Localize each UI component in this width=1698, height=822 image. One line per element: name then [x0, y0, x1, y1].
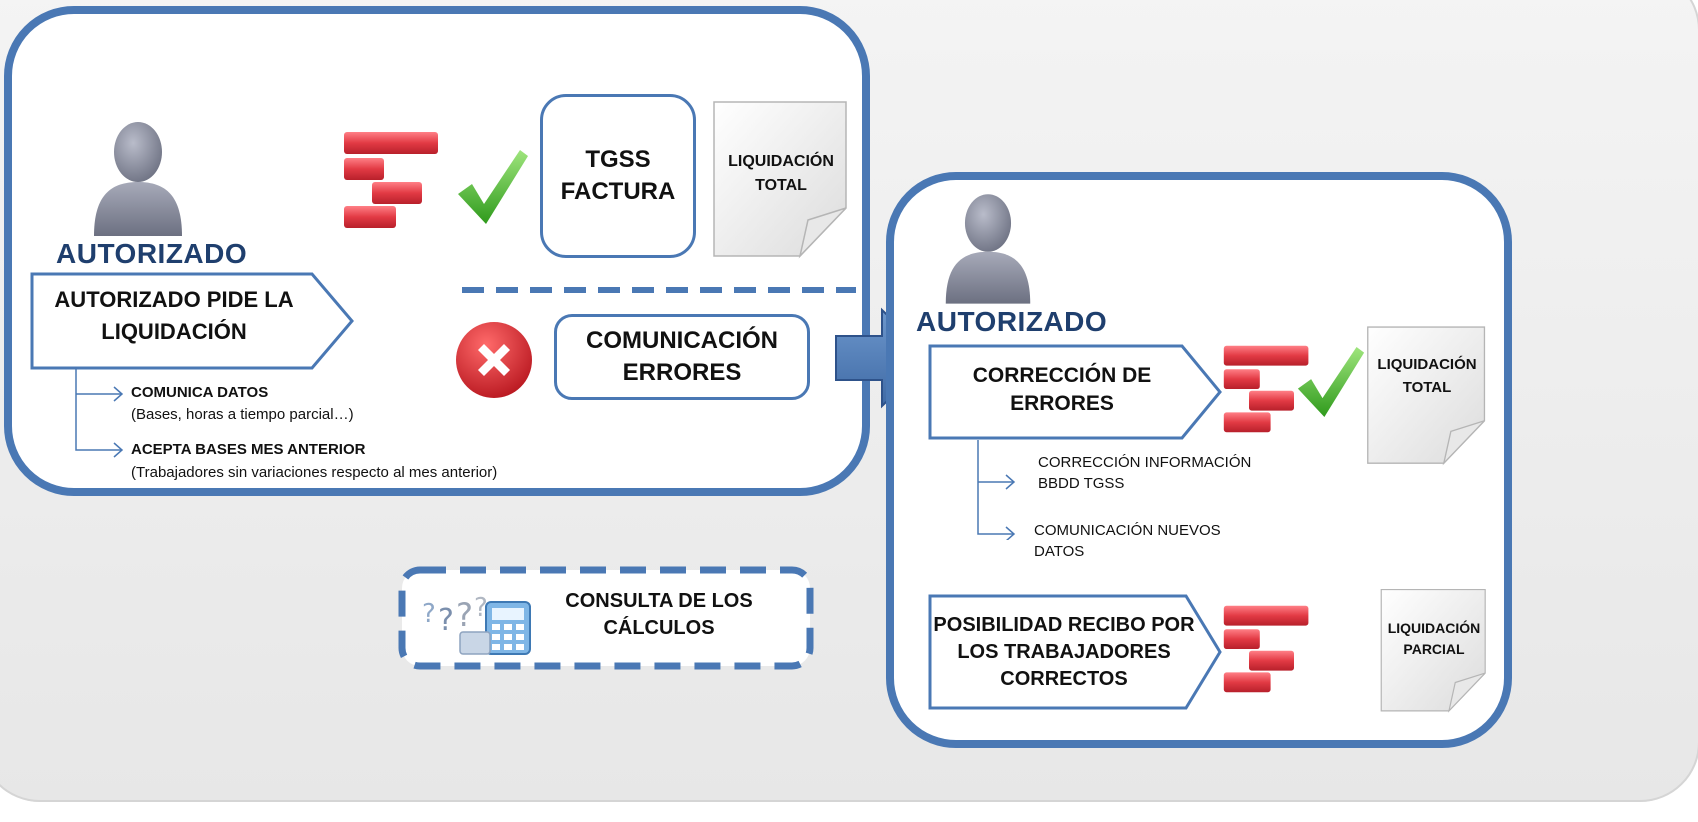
- right-bullet-1: CORRECCIÓN INFORMACIÓN BBDD TGSS: [1038, 454, 1252, 492]
- svg-text:?: ?: [438, 603, 454, 638]
- request-callout-label: AUTORIZADO PIDE LA LIQUIDACIÓN: [54, 287, 294, 344]
- brick-stack-icon: [344, 132, 438, 228]
- liquidacion-total-label: LIQUIDACIÓN TOTAL: [728, 153, 834, 194]
- left-bullet-2-title: ACEPTA BASES MES ANTERIOR: [131, 441, 366, 458]
- request-callout-shape: [30, 272, 354, 370]
- right-bullet-2: COMUNICACIÓN NUEVOS DATOS: [1034, 522, 1221, 560]
- dashed-divider: [462, 287, 856, 293]
- left-bullet-connectors: [75, 368, 124, 458]
- consult-box-label: CONSULTA DE LOS CÁLCULOS: [565, 590, 753, 639]
- correction-callout-label: CORRECCIÓN DE ERRORES: [972, 364, 1152, 416]
- person-icon: [94, 122, 182, 236]
- document-icon: LIQUIDACIÓN TOTAL: [712, 100, 850, 260]
- checkmark-icon: [458, 150, 528, 224]
- document-icon: LIQUIDACIÓN TOTAL: [1366, 322, 1488, 470]
- partial-callout-shape: [928, 594, 1222, 710]
- left-bullet-1-title: COMUNICA DATOS: [131, 384, 269, 401]
- svg-text:?: ?: [456, 596, 473, 634]
- partial-callout-label: POSIBILIDAD RECIBO POR LOS TRABAJADORES …: [933, 614, 1195, 690]
- document-icon: LIQUIDACIÓN PARCIAL: [1378, 588, 1490, 714]
- checkmark-icon: [1297, 347, 1365, 417]
- brick-stack-icon: [1223, 345, 1309, 433]
- error-x-icon: [452, 318, 536, 402]
- svg-text:?: ?: [422, 599, 436, 629]
- brick-stack-icon: [1223, 605, 1309, 693]
- right-bullet-connectors: [977, 440, 1016, 540]
- svg-text:?: ?: [474, 593, 488, 623]
- calculator-icon: ? ? ? ?: [422, 593, 531, 655]
- left-role-label: AUTORIZADO: [56, 238, 248, 269]
- liquidacion-parcial-label: LIQUIDACIÓN PARCIAL: [1387, 620, 1481, 657]
- right-role-label: AUTORIZADO: [916, 306, 1108, 337]
- left-bullet-1-detail: (Bases, horas a tiempo parcial…): [131, 406, 354, 423]
- person-icon: [945, 194, 1031, 304]
- left-bullet-2-detail: (Trabajadores sin variaciones respecto a…: [131, 464, 498, 481]
- liquidacion-total-label: LIQUIDACIÓN TOTAL: [1377, 356, 1477, 396]
- tgss-factura-box: TGSS FACTURA: [540, 94, 696, 258]
- comunicacion-errores-box: COMUNICACIÓN ERRORES: [554, 314, 810, 400]
- correction-callout-shape: [928, 344, 1222, 440]
